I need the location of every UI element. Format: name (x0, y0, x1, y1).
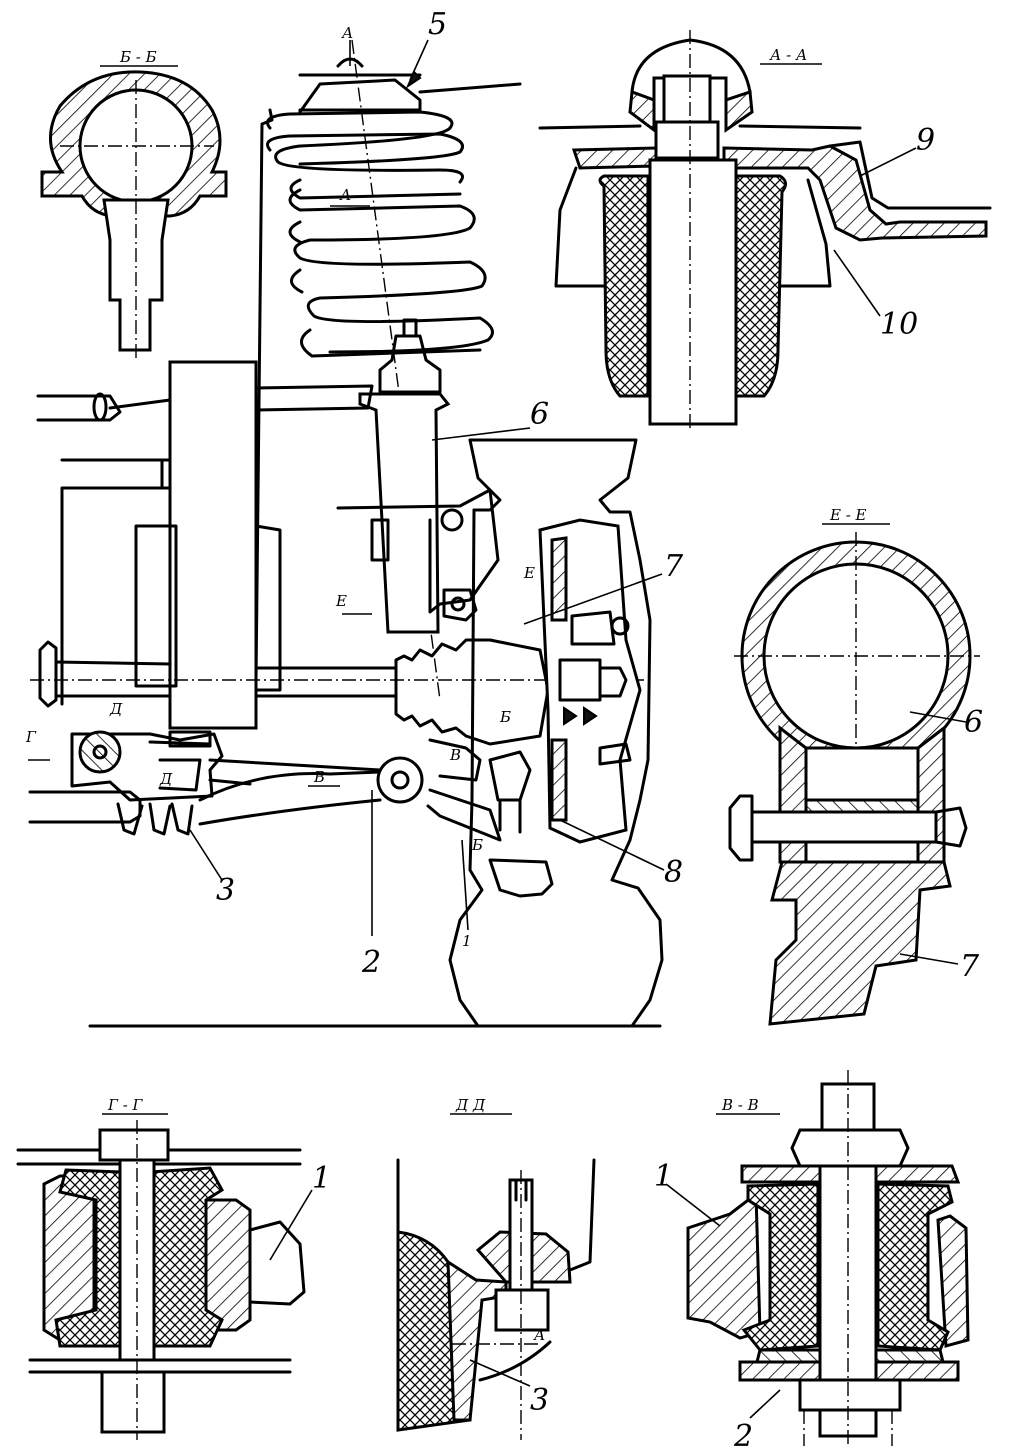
cut-mark-b-low: Б (471, 836, 483, 854)
callout-1-main: 1 (462, 932, 472, 950)
cut-mark-e-small: Е (523, 564, 535, 582)
callout-2-v: 2 (733, 1419, 753, 1454)
callout-9: 9 (916, 123, 935, 158)
callout-10: 10 (880, 307, 918, 342)
cut-mark-a-mid: А (339, 186, 351, 204)
pinch-bolt-section: Е - Е 6 7 (728, 506, 983, 1026)
cut-mark-b: Б (499, 708, 511, 726)
section-title-d: Д Д (455, 1096, 486, 1114)
cut-mark-a: А (341, 24, 353, 42)
cut-mark-g: Г (25, 728, 37, 746)
cut-mark-e: Е (335, 592, 347, 610)
cut-mark-v-right: В (449, 746, 461, 764)
section-title-g: Г - Г (107, 1096, 144, 1114)
callout-1-v: 1 (654, 1159, 673, 1194)
section-title-b: Б - Б (119, 48, 157, 66)
callout-a-d: А (533, 1326, 545, 1344)
callout-7-section: 7 (960, 949, 980, 984)
callout-3-d: 3 (530, 1383, 549, 1418)
section-title-a: А - А (769, 46, 807, 64)
ball-joint-section: Б - Б (40, 48, 228, 360)
coil-spring: А (266, 110, 494, 358)
callout-5: 5 (428, 7, 447, 42)
suspension-assembly: А А (25, 7, 684, 1028)
callout-1-g: 1 (312, 1161, 331, 1196)
bracket-section: Д Д А 3 (396, 1096, 596, 1440)
cut-mark-d-small: Д (159, 770, 173, 788)
callout-7: 7 (664, 549, 684, 584)
section-title-v: В - В (721, 1096, 759, 1114)
arm-pivot-section: В - В 1 2 (654, 1070, 970, 1454)
strut-mount-section: А - А 9 10 (538, 30, 992, 430)
wheel (448, 438, 664, 1028)
callout-6-main: 6 (530, 397, 549, 432)
callout-8: 8 (664, 855, 683, 890)
section-title-e: Е - Е (829, 506, 867, 524)
callout-6-section: 6 (964, 705, 983, 740)
callout-3-main: 3 (216, 873, 235, 908)
cut-mark-v: В (313, 768, 325, 786)
callout-2-main: 2 (361, 945, 381, 980)
cut-mark-d: Д (109, 700, 123, 718)
arm-bushing-section: Г - Г 1 (16, 1096, 331, 1440)
